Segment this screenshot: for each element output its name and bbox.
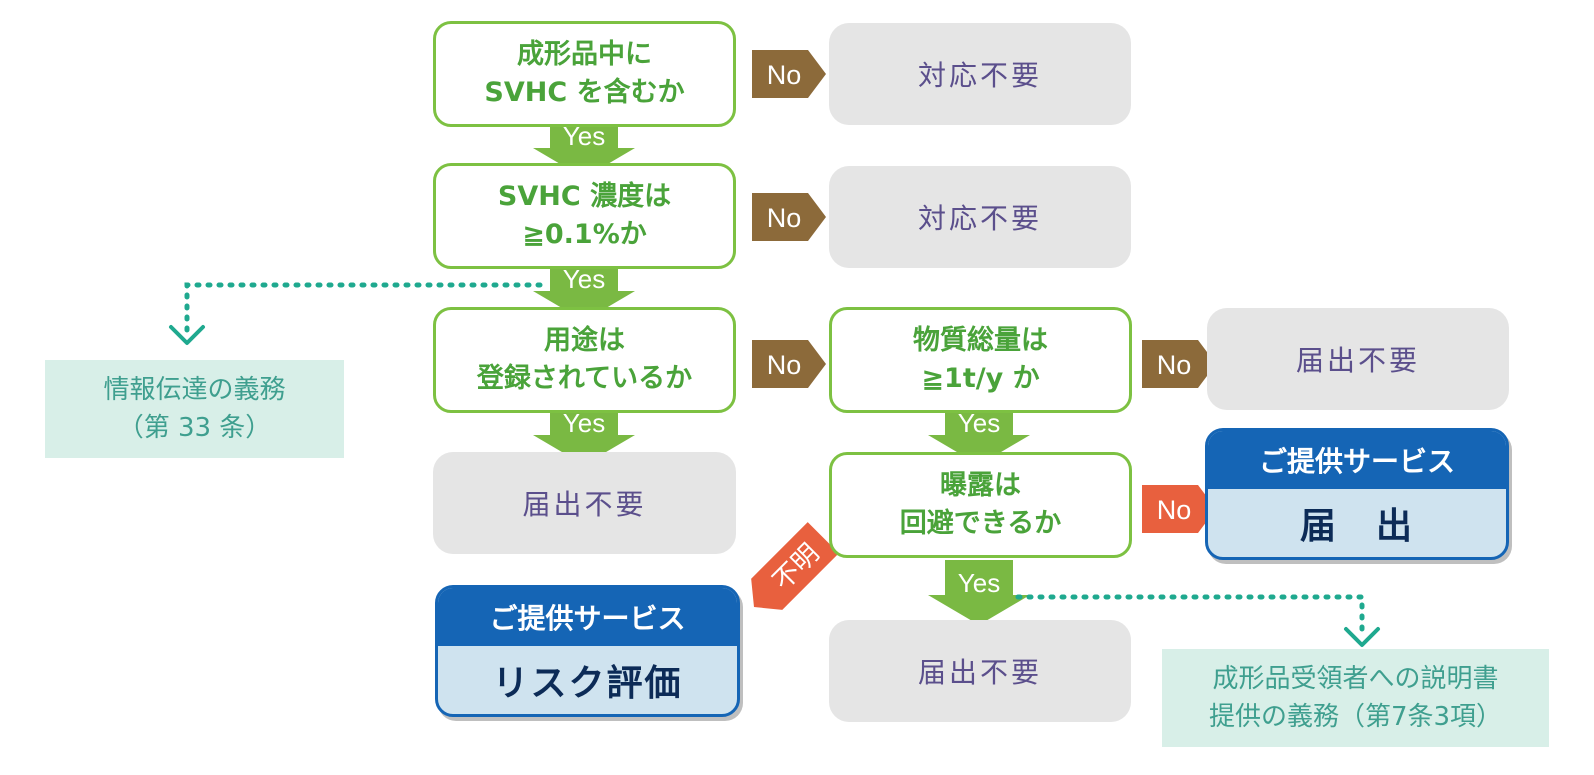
yes-arrow-5: Yes — [928, 560, 1030, 625]
service-body: 届 出 — [1299, 506, 1414, 547]
result-no-notification-3: 届出不要 — [829, 620, 1131, 722]
question-line: 曝露は — [940, 470, 1021, 501]
svg-text:Yes: Yes — [563, 408, 605, 438]
question-use-registered: 用途は 登録されているか — [433, 307, 736, 413]
no-arrow-4: No — [1142, 340, 1216, 388]
dotted-connector-right — [1015, 594, 1380, 647]
service-notification: ご提供サービス 届 出 — [1205, 428, 1509, 560]
svg-text:No: No — [1157, 495, 1192, 525]
note-line: （第 33 条） — [117, 413, 272, 443]
no-arrow-1: No — [752, 50, 826, 98]
note-explanation-obligation: 成形品受領者への説明書 提供の義務（第7条3項） — [1162, 649, 1549, 747]
question-line: 物質総量は — [913, 325, 1048, 356]
result-no-notification-1: 届出不要 — [1207, 308, 1509, 410]
note-line: 成形品受領者への説明書 — [1212, 664, 1499, 694]
svg-text:No: No — [767, 60, 802, 90]
unknown-arrow: 不明 — [751, 522, 839, 610]
question-svhc-contained: 成形品中に SVHC を含むか — [433, 21, 736, 127]
note-line: 情報伝達の義務 — [103, 375, 286, 405]
note-line: 提供の義務（第7条3項） — [1208, 702, 1503, 732]
result-no-notification-2: 届出不要 — [433, 452, 736, 554]
svg-text:No: No — [767, 350, 802, 380]
service-body: リスク評価 — [492, 663, 683, 704]
result-no-action-2: 対応不要 — [829, 166, 1131, 268]
yes-arrow-4: Yes — [928, 402, 1030, 465]
svg-text:Yes: Yes — [958, 568, 1000, 598]
question-line: ≧1t/y か — [921, 363, 1040, 394]
yes-arrow-2: Yes — [533, 258, 635, 321]
question-line: 回避できるか — [899, 508, 1062, 539]
no-arrow-5: No — [1142, 485, 1216, 533]
question-line: SVHC を含むか — [484, 77, 685, 108]
service-header: ご提供サービス — [438, 588, 737, 646]
svg-text:No: No — [1157, 350, 1192, 380]
question-exposure-avoidable: 曝露は 回避できるか — [829, 452, 1132, 558]
question-line: 成形品中に — [517, 39, 652, 70]
result-no-action-1: 対応不要 — [829, 23, 1131, 125]
question-line: 用途は — [544, 325, 625, 356]
svg-text:No: No — [767, 203, 802, 233]
question-svhc-concentration: SVHC 濃度は ≧0.1%か — [433, 163, 736, 269]
yes-arrow-3: Yes — [533, 402, 635, 465]
no-arrow-3: No — [752, 340, 826, 388]
service-risk-assessment: ご提供サービス リスク評価 — [435, 585, 740, 717]
no-arrow-2: No — [752, 193, 826, 241]
question-total-quantity: 物質総量は ≧1t/y か — [829, 307, 1132, 413]
question-line: SVHC 濃度は — [497, 181, 672, 212]
question-line: 登録されているか — [476, 363, 693, 394]
svg-text:Yes: Yes — [958, 408, 1000, 438]
question-line: ≧0.1%か — [522, 219, 647, 250]
dotted-connector-left — [169, 282, 543, 345]
service-header: ご提供サービス — [1208, 431, 1506, 489]
yes-arrow-1: Yes — [533, 115, 635, 178]
svg-text:Yes: Yes — [563, 264, 605, 294]
note-information-obligation: 情報伝達の義務 （第 33 条） — [45, 360, 344, 458]
